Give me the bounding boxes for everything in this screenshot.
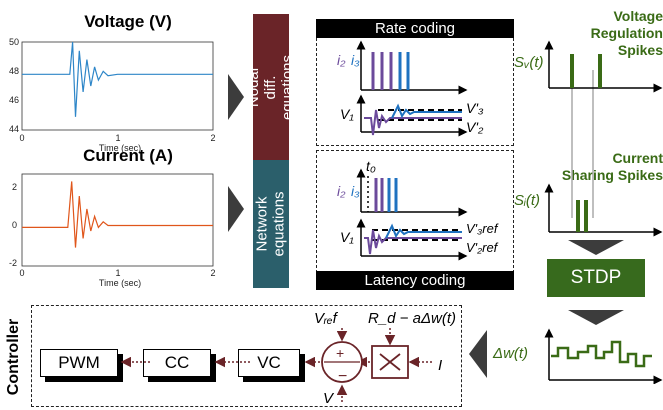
rate-v3p-label: V'₃ <box>466 100 484 116</box>
voltage-spikes-title: Voltage Regulation Spikes <box>590 8 663 58</box>
arrow-to-nodal <box>228 74 244 120</box>
current-plot-title: Current (A) <box>83 146 173 165</box>
si-label: Sᵢ(t) <box>514 192 541 209</box>
rd-label: R_d − aΔw(t) <box>368 310 457 327</box>
latency-coding-header: Latency coding <box>316 271 514 290</box>
voltage-plot-svg: 50 48 46 44 0 1 2 <box>9 37 216 143</box>
arrow-to-controller <box>469 330 487 378</box>
voltage-ytick: 46 <box>9 95 19 105</box>
rate-blue-wave <box>391 103 462 119</box>
current-xtick: 2 <box>210 268 215 278</box>
voltage-xtick: 2 <box>210 133 215 143</box>
rate-v2p-label: V'₂ <box>466 119 484 135</box>
sv-label: Sᵥ(t) <box>514 54 544 71</box>
current-xtick: 0 <box>19 268 24 278</box>
nodal-equations-label: Nodal diff. equations <box>245 54 297 120</box>
voltage-xticks: 0 1 2 <box>19 133 215 143</box>
current-plot-svg: 2 0 -2 0 1 2 <box>9 173 216 278</box>
nodal-equations-box: Nodal diff. equations <box>246 14 297 160</box>
current-xlabel: Time (sec) <box>98 278 142 288</box>
controller-label: Controller <box>5 307 23 407</box>
latency-v1-label: V₁ <box>340 229 354 245</box>
voltage-xlabel: Time (sec) <box>98 143 142 153</box>
current-series-line <box>22 181 213 248</box>
coding-diagrams <box>356 40 468 261</box>
rate-coding-header: Rate coding <box>316 19 514 38</box>
latency-blue-wave <box>385 223 462 239</box>
pwm-block: PWM <box>40 349 118 377</box>
stdp-box: STDP <box>547 259 645 297</box>
controller-panel <box>31 305 462 407</box>
voltage-xtick: 1 <box>115 133 120 143</box>
latency-v2ref-label: V'₂ref <box>466 240 498 255</box>
spike-outputs <box>544 40 663 237</box>
rate-spikes <box>371 52 410 90</box>
current-plot-frame <box>21 173 214 267</box>
current-ytick: 0 <box>12 220 17 230</box>
v-label: V <box>323 390 334 407</box>
controller-label-text: Controller <box>5 318 22 396</box>
current-ytick: -2 <box>9 258 17 268</box>
cc-block: CC <box>143 349 211 377</box>
rate-i3-label: i₃ <box>351 52 360 68</box>
current-spikes-title: Current Sharing Spikes <box>561 150 663 183</box>
rate-v1-label: V₁ <box>340 106 354 122</box>
sum-plus-sign: + <box>336 345 345 361</box>
arrow-to-stdp <box>568 240 624 255</box>
voltage-xtick: 0 <box>19 133 24 143</box>
latency-voltage-axes <box>356 218 468 261</box>
latency-v3ref-label: V'₃ref <box>466 221 498 236</box>
vref-label: Vᵣₑf <box>314 310 337 327</box>
latency-spike-axes <box>356 168 468 217</box>
rate-purple-wave <box>364 109 462 136</box>
latency-i2-label: i₂ <box>337 183 346 199</box>
voltage-ytick: 50 <box>9 37 19 47</box>
i-label: I <box>438 357 443 374</box>
arrow-to-network <box>228 186 244 232</box>
dw-plot <box>544 328 663 384</box>
voltage-yticks: 50 48 46 44 <box>9 37 19 134</box>
current-ytick: 2 <box>12 182 17 192</box>
current-xticks: 0 1 2 <box>19 268 215 278</box>
voltage-ytick: 44 <box>9 124 19 134</box>
latency-spikes <box>374 178 398 212</box>
voltage-plot-title: Voltage (V) <box>84 12 172 31</box>
latency-t0-label: t₀ <box>366 158 376 174</box>
network-equations-box: Network equations <box>253 160 289 288</box>
latency-i3-label: i₃ <box>351 183 360 199</box>
voltage-plot: 50 48 46 44 0 1 2 <box>0 35 225 145</box>
current-plot: 2 0 -2 0 1 2 <box>0 170 225 280</box>
network-equations-label: Network equations <box>254 191 289 257</box>
controller-wiring <box>120 328 432 402</box>
dw-label: Δw(t) <box>493 345 529 362</box>
rate-spike-axes <box>356 40 468 95</box>
rate-i2-label: i₂ <box>337 52 346 68</box>
latency-purple-wave <box>364 229 462 255</box>
voltage-series-line <box>22 41 213 117</box>
rate-voltage-axes <box>356 94 468 137</box>
vc-block: VC <box>238 349 300 377</box>
current-xtick: 1 <box>115 268 120 278</box>
arrow-from-stdp <box>568 310 624 325</box>
current-yticks: 2 0 -2 <box>9 182 17 268</box>
voltage-plot-frame <box>21 41 214 131</box>
voltage-ytick: 48 <box>9 66 19 76</box>
dw-signal <box>551 340 652 368</box>
sum-minus-sign: − <box>338 368 348 385</box>
